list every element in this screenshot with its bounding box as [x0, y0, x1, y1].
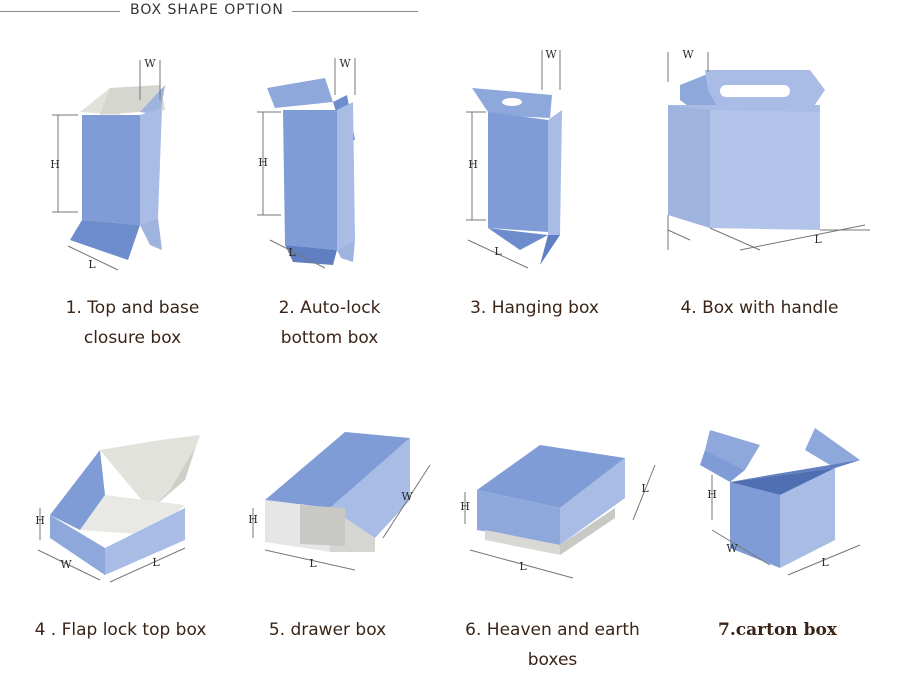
caption-line: 4. Box with handle: [680, 298, 839, 318]
height-label: H: [50, 158, 60, 171]
length-label: L: [288, 246, 296, 259]
caption-line: 1. Top and base: [65, 298, 200, 318]
caption-line: 2. Auto-lock: [278, 298, 381, 318]
box-4-caption: 4. Box with handle: [647, 293, 872, 323]
height-label: H: [248, 513, 258, 526]
length-label: L: [88, 258, 96, 271]
length-label: L: [821, 556, 829, 569]
box-2-caption: 2. Auto-lock bottom box: [217, 293, 442, 353]
header-rule-left: [0, 11, 120, 12]
height-label: H: [707, 488, 717, 501]
width-label: W: [401, 490, 413, 503]
section-title: BOX SHAPE OPTION: [130, 2, 284, 18]
box-3-illustration: H W L: [440, 40, 665, 290]
box-1-caption: 1. Top and base closure box: [20, 293, 245, 353]
width-label: W: [339, 57, 351, 70]
box-5-illustration: H W L: [10, 420, 235, 600]
length-label: L: [309, 557, 317, 570]
box-3-caption: 3. Hanging box: [422, 293, 647, 323]
header-rule-right: [292, 11, 418, 12]
height-label: H: [258, 156, 268, 169]
box-6-caption: 5. drawer box: [215, 615, 440, 645]
width-label: W: [144, 57, 156, 70]
box-4-illustration: H W L: [660, 40, 885, 290]
caption-line: 4 . Flap lock top box: [34, 620, 207, 640]
width-label: L: [641, 482, 649, 495]
length-label: L: [494, 245, 502, 258]
box-8-caption: 7.carton box: [665, 615, 890, 645]
height-label: H: [460, 500, 470, 513]
box-1-illustration: H W L: [0, 40, 225, 290]
caption-line: 6. Heaven and earth boxes: [465, 620, 640, 670]
width-label: W: [545, 48, 557, 61]
caption-line: bottom box: [280, 328, 379, 348]
box-6-illustration: H L W: [235, 420, 460, 600]
height-label: H: [35, 514, 45, 527]
length-label: L: [814, 233, 822, 246]
box-7-caption: 6. Heaven and earth boxes: [440, 615, 665, 675]
box-5-caption: 4 . Flap lock top box: [8, 615, 233, 645]
height-label: H: [468, 158, 478, 171]
caption-line: 7.carton box: [718, 620, 837, 640]
caption-line: closure box: [83, 328, 182, 348]
width-label: W: [726, 542, 738, 555]
box-7-illustration: H L L: [455, 420, 680, 600]
width-label: W: [682, 48, 694, 61]
width-label: W: [60, 558, 72, 571]
box-8-illustration: H W L: [670, 420, 895, 600]
box-2-illustration: H W L: [215, 40, 440, 290]
length-label: L: [152, 556, 160, 569]
caption-line: 5. drawer box: [268, 620, 387, 640]
length-label: L: [519, 560, 527, 573]
caption-line: 3. Hanging box: [470, 298, 599, 318]
